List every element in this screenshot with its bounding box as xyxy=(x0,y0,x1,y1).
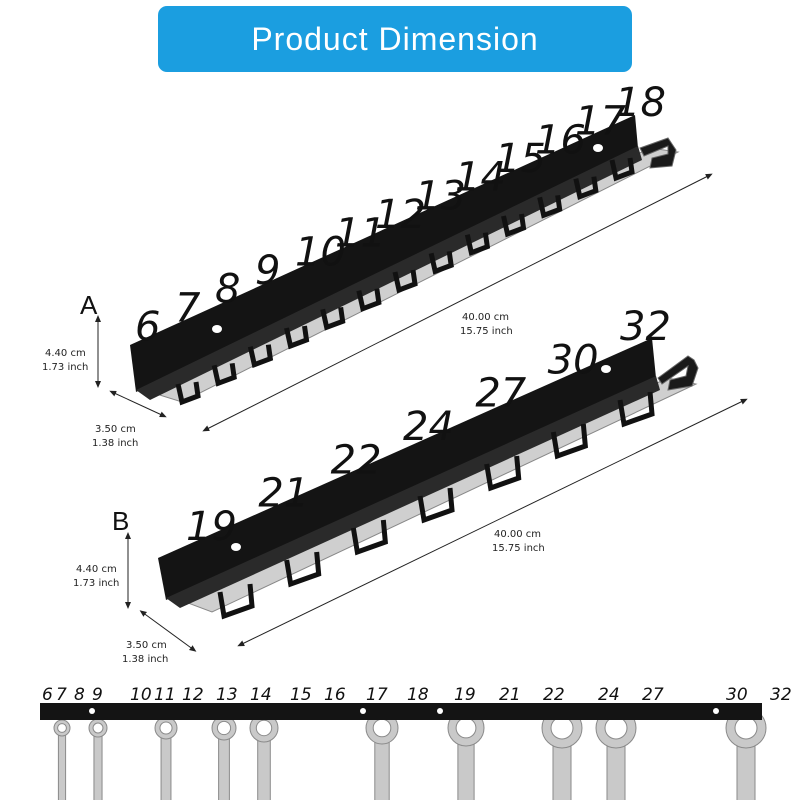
strip-size-label: 12 xyxy=(182,685,204,705)
rack-b-size-label: 30 xyxy=(548,337,599,383)
wrench-set xyxy=(53,707,767,800)
rack-b-size-label: 22 xyxy=(331,437,382,483)
strip-size-label: 6 xyxy=(42,685,53,705)
wrench xyxy=(154,716,178,800)
wrench xyxy=(725,707,767,800)
rack-a-hook xyxy=(175,381,201,406)
strip-bar-right xyxy=(402,703,762,720)
rack-a-size-label: 16 xyxy=(535,117,586,163)
strip-size-label: 10 xyxy=(130,685,152,705)
wrench xyxy=(88,718,108,800)
rack-a-size-label: 6 xyxy=(135,304,160,350)
rack-b-size-label: 24 xyxy=(403,404,454,450)
rack-a-size-label: 17 xyxy=(575,99,626,145)
rack-b-size-label: 27 xyxy=(475,371,526,417)
rack-a-mount-hole xyxy=(593,144,603,152)
strip-size-label: 13 xyxy=(216,685,238,705)
wrench xyxy=(447,709,485,800)
banner-title: Product Dimension xyxy=(251,20,539,57)
strip-size-label: 30 xyxy=(726,685,748,705)
strip-size-label: 22 xyxy=(543,685,565,705)
strip-size-label: 11 xyxy=(154,685,176,705)
strip-size-label: 8 xyxy=(74,685,85,705)
strip-size-label: 32 xyxy=(770,685,792,705)
rack-a-length-arrow xyxy=(202,173,713,432)
rack-a-depth-cm: 3.50 cm xyxy=(95,424,136,435)
strip-mount-hole xyxy=(360,708,366,714)
wrench xyxy=(541,707,583,800)
rack-a-end-bracket xyxy=(639,137,677,169)
strip-size-label: 18 xyxy=(407,685,429,705)
rack-b-height-cm: 4.40 cm xyxy=(76,564,117,575)
rack-b-depth-inch: 1.38 inch xyxy=(122,654,168,665)
rack-a-size-label: 7 xyxy=(175,285,201,331)
rack-a-depth-arrow xyxy=(109,390,167,418)
strip-size-label: 24 xyxy=(598,685,620,705)
strip-size-label: 17 xyxy=(366,685,388,705)
strip-mount-hole xyxy=(437,708,443,714)
strip-bar-left xyxy=(40,703,402,720)
strip-size-label: 19 xyxy=(454,685,476,705)
rack-a-size-label: 8 xyxy=(215,267,240,313)
rack-a-height-inch: 1.73 inch xyxy=(42,362,88,373)
strip-size-label: 7 xyxy=(56,685,67,705)
rack-b-length-arrow xyxy=(237,398,748,647)
wrench xyxy=(249,713,279,800)
rack-b-size-label: 19 xyxy=(186,504,237,550)
wrench xyxy=(365,711,399,800)
product-dimension-banner: Product Dimension xyxy=(158,6,632,72)
rack-b-size-label: 21 xyxy=(258,471,309,517)
rack-b-size-label: 32 xyxy=(620,304,671,350)
rack-a-depth-inch: 1.38 inch xyxy=(92,438,138,449)
rack-a-mount-hole xyxy=(212,325,222,333)
strip-size-label: 15 xyxy=(290,685,312,705)
strip-mount-hole xyxy=(89,708,95,714)
rack-a-length-inch: 15.75 inch xyxy=(460,326,513,337)
wrench xyxy=(211,715,237,800)
rack-a-size-label: 18 xyxy=(615,80,666,126)
rack-b-length-inch: 15.75 inch xyxy=(492,543,545,554)
strip-size-label: 16 xyxy=(324,685,346,705)
strip-size-label: 14 xyxy=(250,685,272,705)
rack-b-height-inch: 1.73 inch xyxy=(73,578,119,589)
strip-size-label: 27 xyxy=(642,685,664,705)
rack-b-mount-hole xyxy=(601,365,611,373)
rack-b-label: B xyxy=(112,506,129,536)
rack-a-size-label: 9 xyxy=(255,248,280,294)
rack-a-height-cm: 4.40 cm xyxy=(45,348,86,359)
strip-mount-hole xyxy=(713,708,719,714)
rack-a-label: A xyxy=(80,290,98,320)
rack-b-depth-arrow xyxy=(139,610,197,652)
strip-size-label: 9 xyxy=(92,685,103,705)
wrench xyxy=(53,719,71,800)
rack-a-length-cm: 40.00 cm xyxy=(462,312,509,323)
rack-b-end-bracket xyxy=(657,355,699,391)
strip-size-label: 21 xyxy=(499,685,521,705)
rack-b-depth-cm: 3.50 cm xyxy=(126,640,167,651)
rack-b-length-cm: 40.00 cm xyxy=(494,529,541,540)
wrench xyxy=(595,707,637,800)
